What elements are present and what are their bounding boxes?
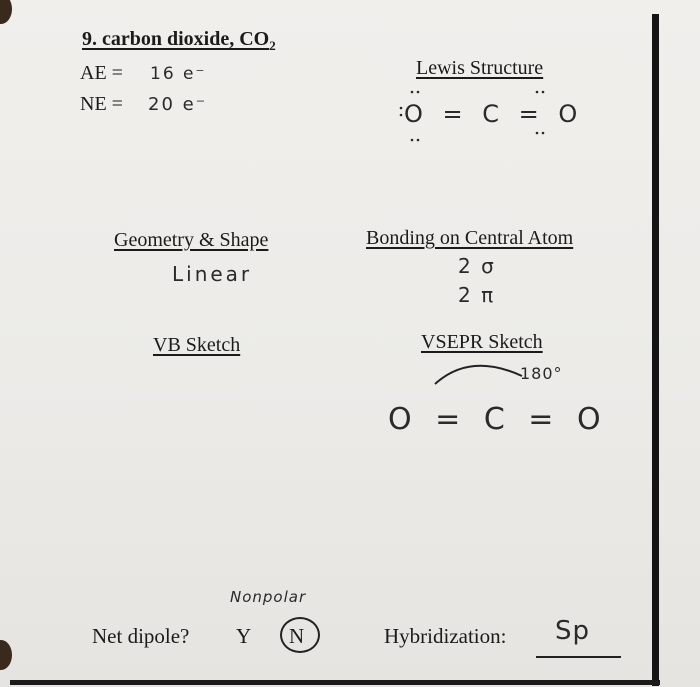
hybridization-answer-line bbox=[536, 656, 621, 658]
dipole-option-y: Y bbox=[236, 624, 252, 648]
hybridization-label: Hybridization: bbox=[384, 624, 507, 648]
vb-sketch-label: VB Sketch bbox=[153, 334, 241, 356]
hybridization-answer: Sp bbox=[555, 616, 591, 646]
nonpolar-note: Nonpolar bbox=[230, 588, 307, 606]
lone-pair-dots bbox=[399, 90, 545, 142]
pi-bonds-answer: 2 π bbox=[458, 283, 496, 307]
selected-answer-circle bbox=[280, 617, 320, 653]
lewis-structure-label: Lewis Structure bbox=[416, 57, 544, 79]
sigma-bonds-answer: 2 σ bbox=[458, 254, 496, 278]
geometry-answer: Linear bbox=[172, 262, 253, 286]
geometry-shape-label: Geometry & Shape bbox=[114, 229, 269, 251]
vsepr-structure-drawing: O = C = O bbox=[388, 402, 608, 437]
ne-label: NE = bbox=[80, 93, 123, 115]
net-dipole-label: Net dipole? bbox=[92, 624, 190, 648]
ae-label: AE = bbox=[80, 62, 123, 84]
bond-angle-arc bbox=[434, 364, 523, 385]
ne-answer: 20 e⁻ bbox=[148, 94, 208, 115]
molecule-name: carbon dioxide, CO bbox=[102, 28, 270, 50]
question-number: 9. bbox=[82, 28, 97, 50]
vsepr-sketch-label: VSEPR Sketch bbox=[421, 331, 543, 353]
bonding-label: Bonding on Central Atom bbox=[366, 227, 574, 249]
question-heading: 9. carbon dioxide, CO2 bbox=[82, 28, 276, 54]
molecule-subscript: 2 bbox=[269, 38, 276, 53]
bond-angle-answer: 180° bbox=[520, 364, 563, 383]
binder-hole-bottom bbox=[0, 640, 12, 670]
page-border-right bbox=[652, 14, 659, 686]
page-border-bottom bbox=[10, 680, 660, 685]
binder-hole-top bbox=[0, 0, 12, 24]
lewis-structure-drawing: O = C = O bbox=[404, 100, 584, 128]
ae-answer: 16 e⁻ bbox=[150, 64, 207, 84]
dipole-option-n: N bbox=[289, 624, 305, 648]
